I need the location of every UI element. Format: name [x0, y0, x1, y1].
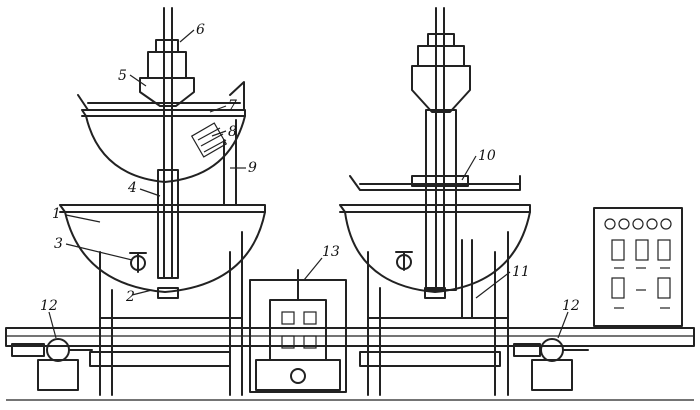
callout-6: 6: [196, 22, 205, 38]
base-platform: [5, 327, 695, 401]
center-control-unit: [249, 269, 347, 393]
right-machine: [339, 7, 531, 396]
callouts: 1 2 3 4 5 6 7 8 9 10 11 12 12 13: [40, 22, 580, 314]
callout-12-left: 12: [40, 298, 58, 314]
pump-left: [11, 338, 93, 391]
callout-2: 2: [125, 289, 135, 305]
callout-12-right: 12: [562, 298, 580, 314]
callout-13: 13: [322, 244, 340, 260]
callout-8: 8: [228, 124, 237, 140]
leader-lines: [48, 29, 569, 339]
mesh-panel: [190, 122, 228, 158]
callout-9: 9: [248, 160, 257, 176]
pump-right: [513, 338, 589, 391]
callout-5: 5: [118, 68, 127, 84]
callout-4: 4: [127, 180, 137, 196]
callout-10: 10: [478, 148, 496, 164]
control-panel: [593, 207, 683, 327]
callout-7: 7: [228, 98, 237, 114]
callout-1: 1: [52, 206, 61, 222]
left-machine: [59, 7, 266, 396]
callout-11: 11: [512, 264, 530, 280]
callout-3: 3: [54, 236, 63, 252]
